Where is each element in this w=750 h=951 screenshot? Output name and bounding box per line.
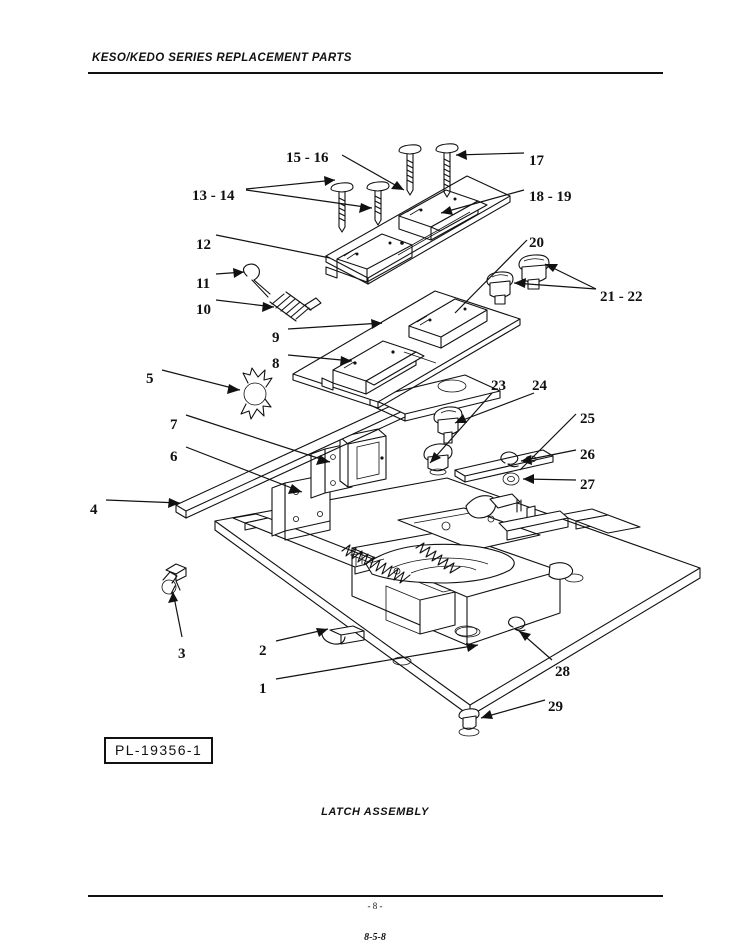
callout-label-12: 12 [196, 237, 211, 253]
latch-mechanism-assembly [341, 493, 574, 584]
footer-divider [88, 895, 663, 897]
callout-label-5: 5 [146, 371, 154, 387]
callout-label-21-22: 21 - 22 [600, 289, 643, 305]
callout-label-15-16: 15 - 16 [286, 150, 329, 166]
callout-label-24: 24 [532, 378, 547, 394]
callout-label-29: 29 [548, 699, 563, 715]
callout-label-27: 27 [580, 477, 595, 493]
part-number-plate: PL-19356-1 [104, 737, 214, 764]
flat-bar-part-4 [175, 403, 406, 519]
washer-part-27 [502, 472, 520, 486]
callout-label-23: 23 [491, 378, 506, 394]
retaining-ring-part-26 [500, 451, 519, 468]
callout-label-25: 25 [580, 411, 595, 427]
knob-part-22 [518, 254, 550, 290]
screw-part-14 [366, 181, 390, 226]
ring-part-28 [508, 616, 526, 632]
leader-lines [105, 150, 597, 719]
knob-part-21 [486, 271, 514, 305]
callout-label-7: 7 [170, 417, 178, 433]
upper-mount-plate [369, 374, 501, 476]
screw-part-17 [435, 143, 459, 198]
spring-clip-part-5 [240, 367, 273, 420]
grommet-part-29 [458, 708, 480, 737]
sheet-code: 8-5-8 [364, 932, 386, 943]
module-plate-items-8-9 [292, 290, 521, 409]
callout-label-6: 6 [170, 449, 178, 465]
callout-label-1: 1 [259, 681, 267, 697]
cotter-pin-part-11 [242, 263, 271, 298]
callout-label-13-14: 13 - 14 [192, 188, 235, 204]
page-header-title: KESO/KEDO SERIES REPLACEMENT PARTS [92, 52, 352, 64]
callout-label-2: 2 [259, 643, 267, 659]
figure-caption: LATCH ASSEMBLY [321, 806, 429, 818]
header-divider [88, 72, 663, 74]
spring-part-10 [269, 291, 322, 322]
callout-label-11: 11 [196, 276, 211, 292]
retainer-strip-part-25 [454, 449, 554, 483]
top-board-plate-item-12 [325, 175, 511, 285]
callout-label-10: 10 [196, 302, 211, 318]
callout-label-4: 4 [90, 502, 98, 518]
fitting-part-3 [161, 563, 187, 595]
callout-label-9: 9 [272, 330, 280, 346]
screw-part-13 [330, 182, 354, 233]
latch-housing-channel [351, 530, 561, 646]
base-plate-part-1 [214, 477, 701, 717]
callout-label-20: 20 [529, 235, 544, 251]
callout-label-17: 17 [529, 153, 544, 169]
callout-label-26: 26 [580, 447, 595, 463]
screw-part-15-16 [398, 144, 422, 196]
callout-label-8: 8 [272, 356, 280, 372]
angle-bracket-pair [271, 428, 387, 541]
callout-label-28: 28 [555, 664, 570, 680]
callout-label-18-19: 18 - 19 [529, 189, 572, 205]
callout-label-3: 3 [178, 646, 186, 662]
page-number: - 8 - [367, 901, 383, 911]
